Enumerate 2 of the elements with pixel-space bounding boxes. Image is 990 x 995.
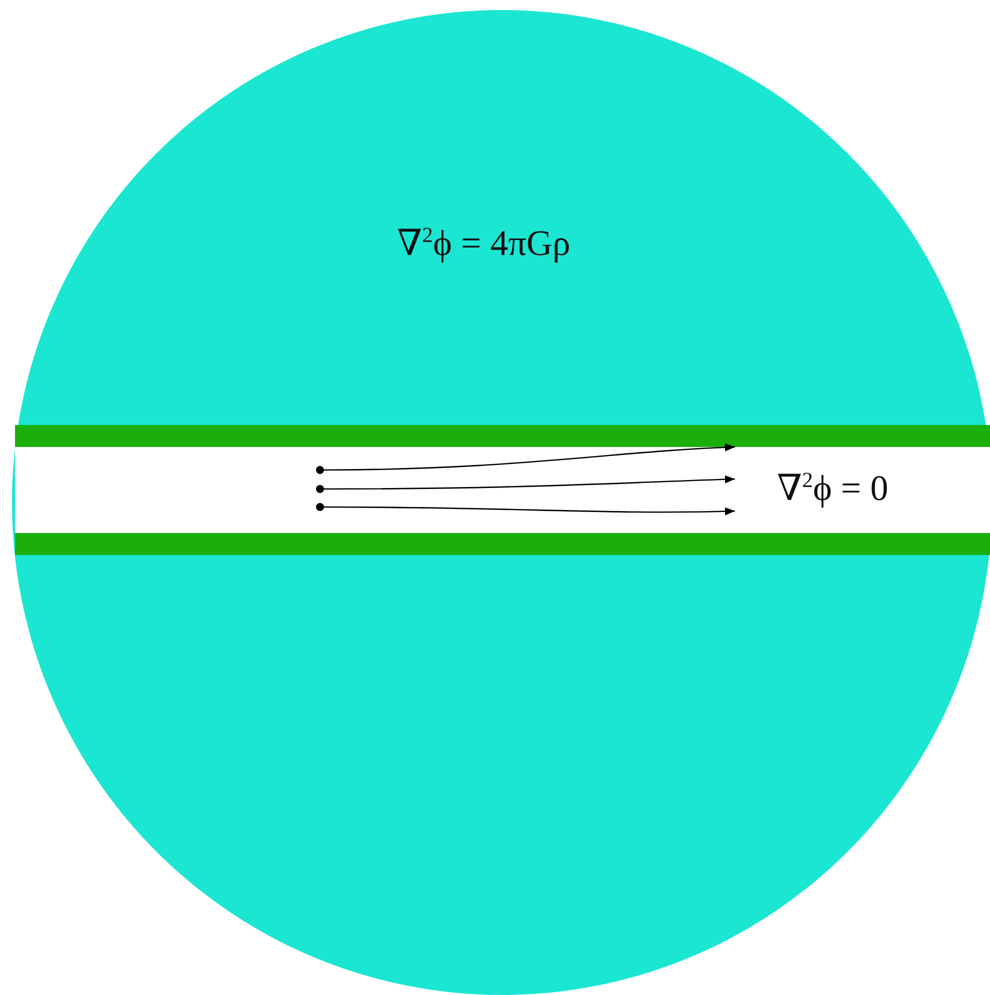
equation: ∇$^{2}$ϕ = 0: [777, 467, 888, 509]
equation: ∇$^{2}$ϕ = 4πGρ: [397, 222, 570, 264]
